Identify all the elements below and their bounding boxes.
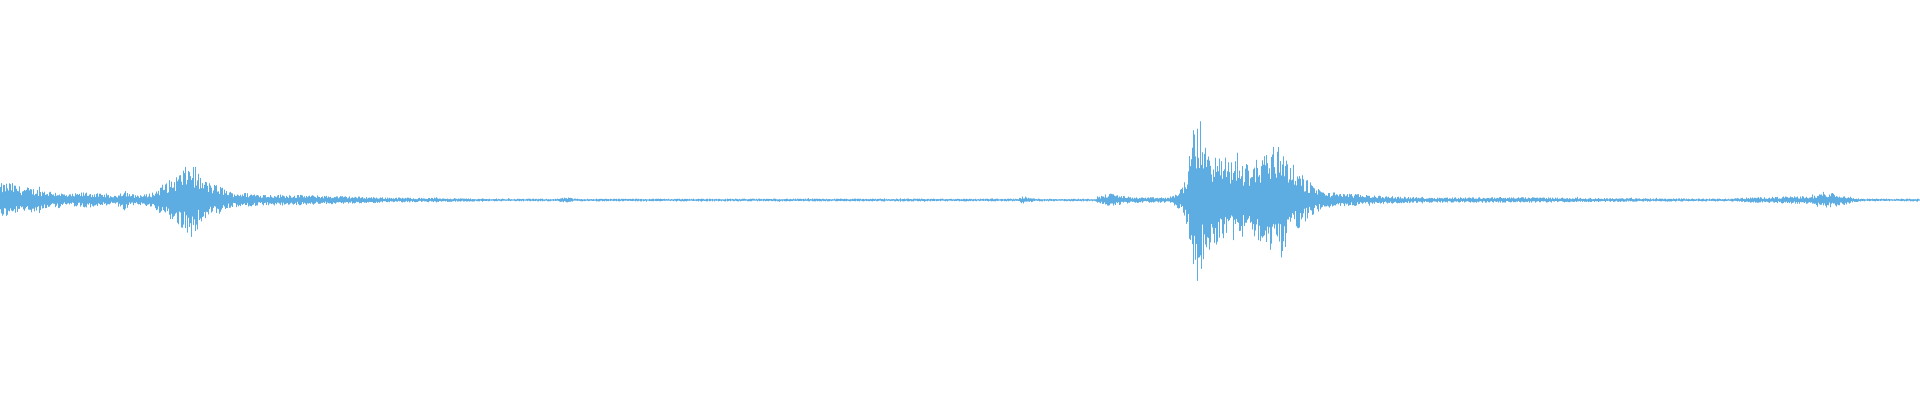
waveform-bars — [0, 121, 1920, 281]
